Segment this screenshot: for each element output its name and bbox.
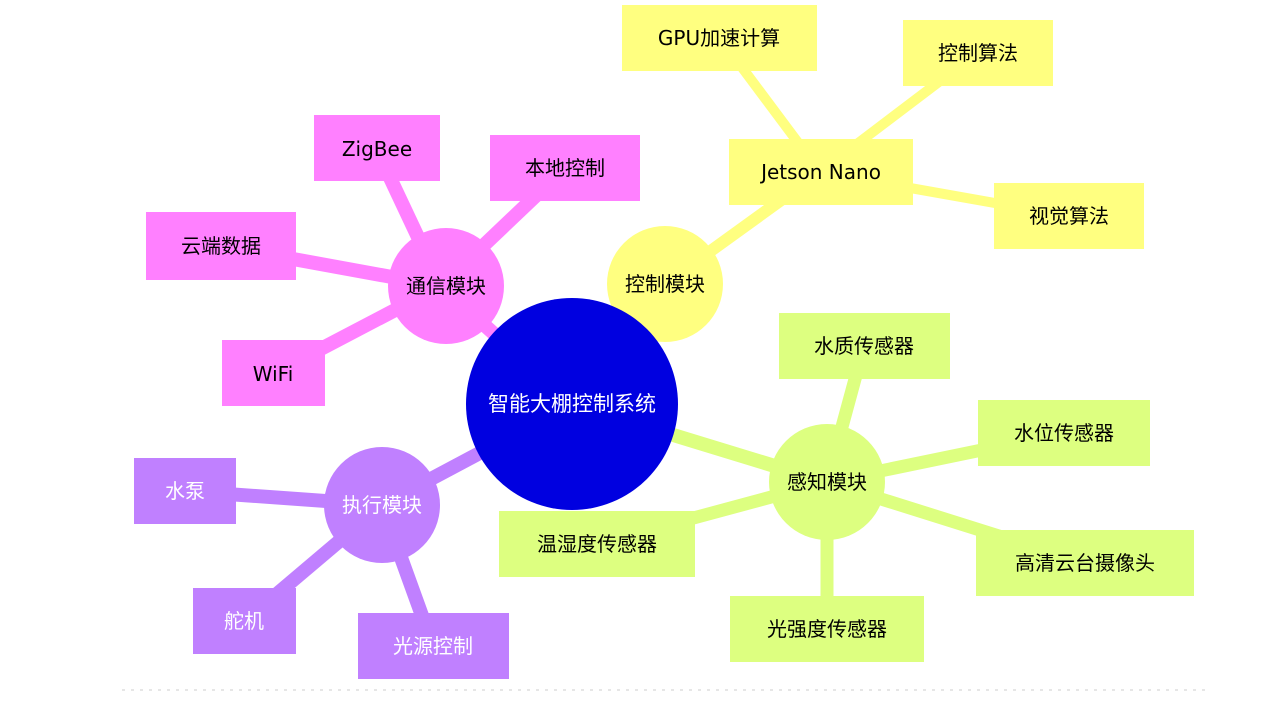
node-waterlv: 水位传感器 (978, 400, 1150, 466)
node-ctrlalgo-label: 控制算法 (938, 41, 1018, 65)
node-comm: 通信模块 (388, 228, 504, 344)
node-servo: 舵机 (193, 588, 296, 654)
node-root: 智能大棚控制系统 (466, 298, 678, 510)
node-waterlv-label: 水位传感器 (1014, 421, 1114, 445)
leaf-nodes: ZigBee 本地控制 云端数据 WiFi Jetson Nano GPU加速计… (134, 5, 1194, 679)
node-servo-label: 舵机 (224, 609, 264, 633)
node-lightsrc-label: 光源控制 (393, 634, 473, 658)
node-temphum-label: 温湿度传感器 (537, 532, 657, 556)
node-cloud: 云端数据 (146, 212, 296, 280)
node-local: 本地控制 (490, 135, 640, 201)
node-local-label: 本地控制 (525, 156, 605, 180)
node-comm-label: 通信模块 (406, 274, 486, 298)
node-control: 控制模块 (607, 226, 723, 342)
node-camera: 高清云台摄像头 (976, 530, 1194, 596)
node-control-label: 控制模块 (625, 272, 705, 296)
branch-nodes: 通信模块 控制模块 感知模块 执行模块 (324, 226, 885, 563)
node-light-label: 光强度传感器 (767, 617, 887, 641)
node-wifi: WiFi (222, 340, 325, 406)
node-sense-label: 感知模块 (787, 470, 867, 494)
node-jetson-label: Jetson Nano (759, 160, 881, 184)
node-camera-label: 高清云台摄像头 (1015, 551, 1155, 575)
node-root-label: 智能大棚控制系统 (488, 392, 656, 416)
node-pump-label: 水泵 (165, 479, 205, 503)
node-ctrlalgo: 控制算法 (903, 20, 1053, 86)
node-waterq-label: 水质传感器 (814, 334, 914, 358)
node-exec: 执行模块 (324, 447, 440, 563)
node-temphum: 温湿度传感器 (499, 511, 695, 577)
node-jetson: Jetson Nano (729, 139, 913, 205)
node-exec-label: 执行模块 (342, 493, 422, 517)
node-zigbee-label: ZigBee (342, 137, 412, 161)
node-gpu: GPU加速计算 (622, 5, 817, 71)
node-visionalgo-label: 视觉算法 (1029, 204, 1109, 228)
node-pump: 水泵 (134, 458, 236, 524)
node-lightsrc: 光源控制 (358, 613, 509, 679)
node-gpu-label: GPU加速计算 (658, 26, 780, 50)
node-waterq: 水质传感器 (779, 313, 950, 379)
node-visionalgo: 视觉算法 (994, 183, 1144, 249)
node-wifi-label: WiFi (253, 362, 294, 386)
node-light: 光强度传感器 (730, 596, 924, 662)
node-cloud-label: 云端数据 (181, 234, 261, 258)
node-zigbee: ZigBee (314, 115, 440, 181)
node-sense: 感知模块 (769, 424, 885, 540)
